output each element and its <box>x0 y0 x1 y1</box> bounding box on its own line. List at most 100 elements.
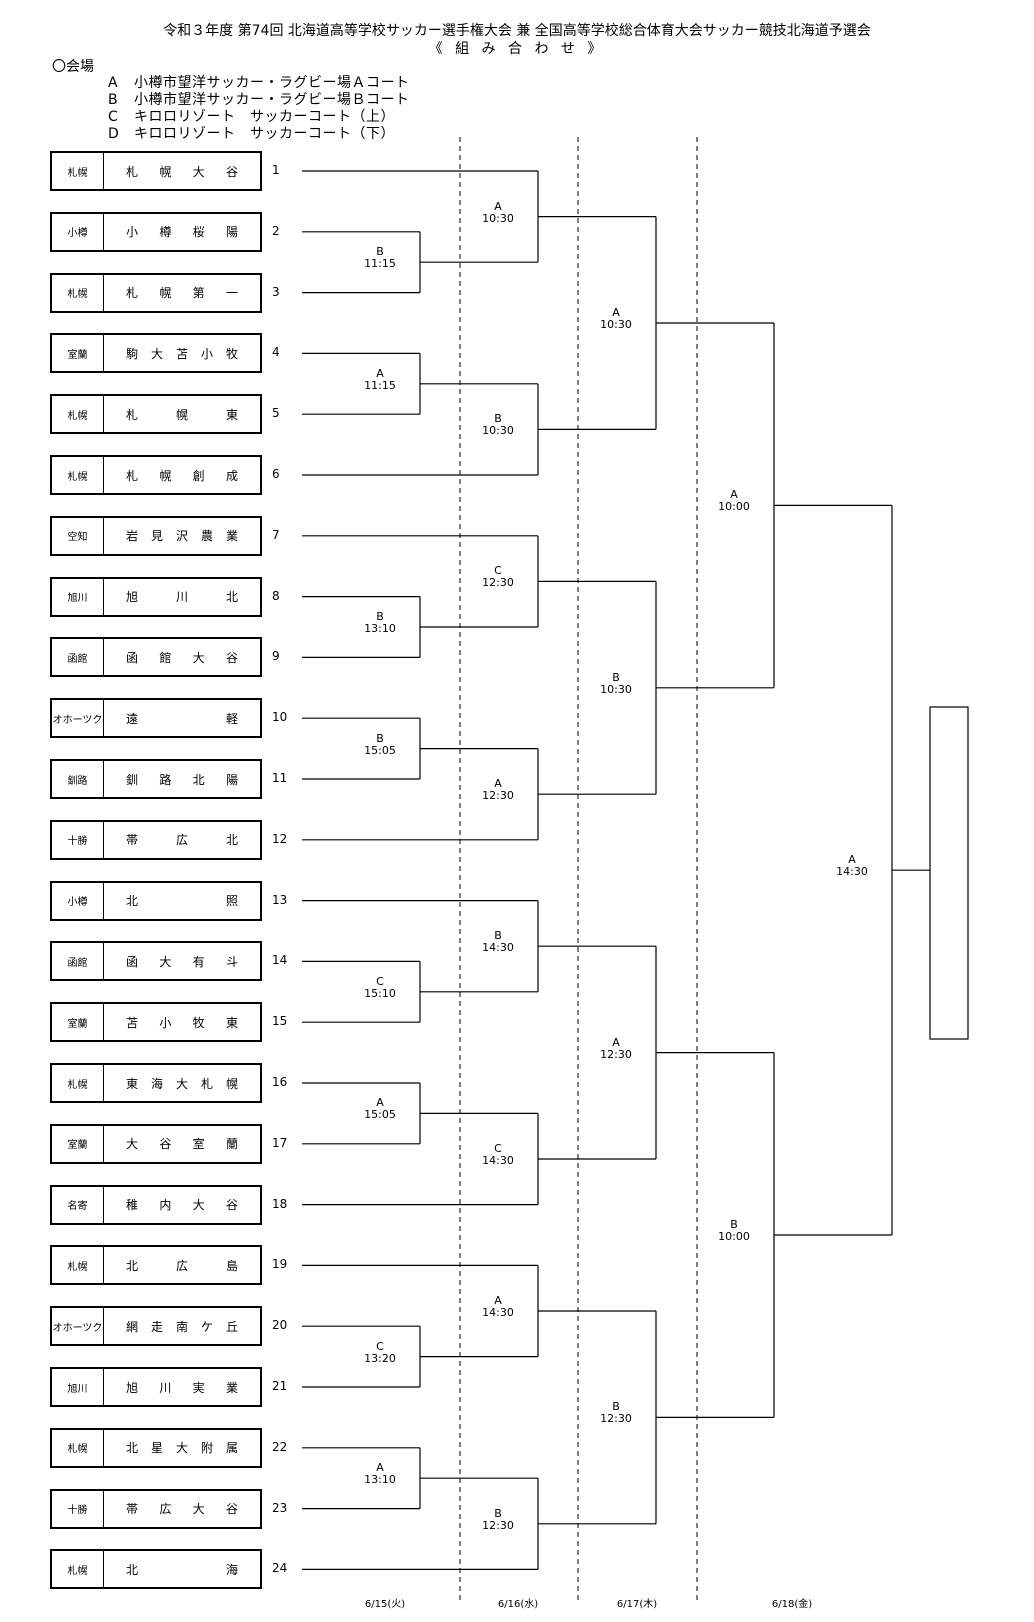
team-name: 北海 <box>126 1562 238 1577</box>
team-number: 12 <box>272 831 288 846</box>
match-venue: C <box>376 1339 384 1353</box>
match-time: 14:30 <box>836 865 868 879</box>
team-number: 14 <box>272 953 288 968</box>
team-area: 函館 <box>52 639 104 676</box>
team-number: 7 <box>272 527 280 542</box>
page-title: 令和３年度 第74回 北海道高等学校サッカー選手権大会 兼 全国高等学校総合体育… <box>163 23 871 39</box>
team-row: 札幌北広島 <box>50 1245 262 1286</box>
match-time: 15:05 <box>364 743 396 757</box>
team-row: 函館 函大有斗 <box>50 941 262 982</box>
match-time: 12:30 <box>600 1412 632 1426</box>
team-name: 北星大附属 <box>126 1441 238 1456</box>
team-area: 空知 <box>52 517 104 554</box>
team-row: 札幌札幌大谷 <box>50 151 262 191</box>
team-number: 10 <box>272 710 288 725</box>
team-name: 札幌創成 <box>126 468 238 483</box>
match-venue: C <box>376 974 384 988</box>
team-area: 旭川 <box>52 578 104 615</box>
match-time: 15:10 <box>364 986 396 1000</box>
team-name: 釧路北陽 <box>126 772 238 787</box>
venue-item: A 小樽市望洋サッカー・ラグビー場Ａコート <box>108 72 410 92</box>
team-row: 室蘭駒大苫小牧 <box>50 333 262 374</box>
team-number: 6 <box>272 467 280 481</box>
match-venue: B <box>494 1506 502 1520</box>
team-number: 21 <box>272 1379 288 1393</box>
team-number: 19 <box>272 1257 288 1272</box>
team-row: 十勝 帯広北 <box>50 819 262 860</box>
team-area: 札幌 <box>52 153 104 189</box>
match-time: 10:30 <box>482 211 514 225</box>
match-venue: B <box>376 610 384 623</box>
team-number: 8 <box>272 588 280 603</box>
team-area: 函館 <box>52 943 104 980</box>
team-number: 11 <box>272 771 288 785</box>
match-venue: B <box>494 412 502 426</box>
match-venue: B <box>376 245 384 259</box>
team-area: 札幌 <box>52 1551 104 1588</box>
venue-name: 小樽市望洋サッカー・ラグビー場Ａコート <box>134 75 410 91</box>
team-name: 函大有斗 <box>126 954 238 969</box>
team-row: 札幌札幌東 <box>50 394 262 435</box>
match-time: 15:05 <box>364 1108 396 1122</box>
team-row: 札幌東海大札幌 <box>50 1063 262 1103</box>
team-name: 札幌第一 <box>126 286 238 301</box>
venue-code: A <box>108 75 119 91</box>
team-name: 帯広大谷 <box>126 1502 238 1517</box>
venue-code: D <box>108 126 120 142</box>
match-time: 14:30 <box>482 1306 514 1319</box>
match-time: 12:30 <box>482 789 514 803</box>
team-area: 室蘭 <box>52 1125 104 1162</box>
team-number: 20 <box>272 1318 288 1333</box>
venue-heading: 〇会場 <box>52 59 94 75</box>
match-venue: B <box>612 670 620 684</box>
team-area: 十勝 <box>52 821 104 858</box>
match-time: 14:30 <box>482 941 514 955</box>
match-time: 14:30 <box>482 1154 514 1167</box>
match-time: 13:10 <box>364 622 396 635</box>
team-row: 函館函館大谷 <box>50 637 262 678</box>
team-area: オホーツク <box>52 1308 104 1345</box>
team-name: 帯広北 <box>126 833 238 848</box>
team-row: 札幌北星大附属 <box>50 1427 262 1468</box>
match-time: 12:30 <box>482 1518 514 1532</box>
venue-name: キロロリゾート サッカーコート（下） <box>134 126 395 142</box>
match-venue: B <box>494 929 502 943</box>
team-area: 旭川 <box>52 1369 104 1405</box>
date-round1: 6/15(火) <box>364 1599 406 1610</box>
team-row: 旭川旭川北 <box>50 576 262 617</box>
match-time: 12:30 <box>600 1047 632 1061</box>
match-venue: C <box>494 1142 502 1155</box>
match-venue: B <box>376 731 384 745</box>
team-name: 岩見沢農業 <box>126 529 238 544</box>
team-name: 北照 <box>126 894 238 909</box>
date-round3: 6/17(木) <box>616 1599 658 1610</box>
team-name: 北広島 <box>126 1258 238 1273</box>
match-venue: A <box>376 366 384 380</box>
team-row: 十勝 帯広大谷 <box>50 1488 262 1529</box>
team-area: 十勝 <box>52 1490 104 1527</box>
match-time: 11:15 <box>364 257 396 271</box>
team-number: 17 <box>272 1135 288 1150</box>
match-venue: A <box>376 1096 384 1110</box>
team-number: 2 <box>272 223 280 238</box>
team-row: 室蘭大谷室蘭 <box>50 1123 262 1164</box>
match-venue: B <box>612 1400 620 1414</box>
match-venue: A <box>494 199 502 213</box>
team-number: 13 <box>272 892 288 907</box>
team-row: 釧路釧路北陽 <box>50 759 262 799</box>
